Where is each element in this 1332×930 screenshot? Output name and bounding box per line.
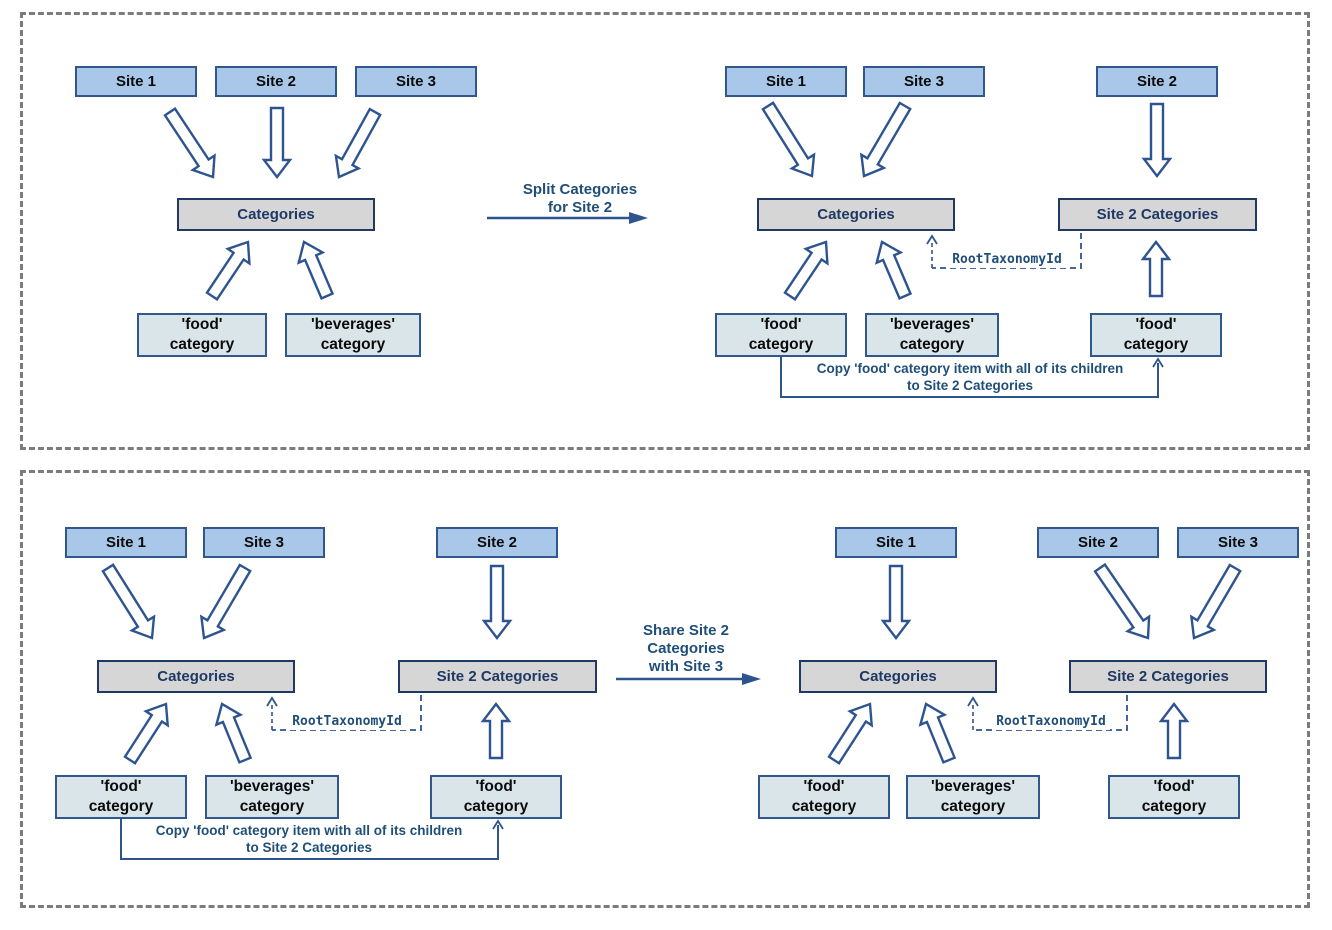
food-category-line1: 'food' — [181, 316, 223, 333]
beverages-category-line1: 'beverages' — [930, 778, 1016, 795]
food-category-box: 'food' category — [55, 775, 187, 819]
food-category-copy-box: 'food' category — [1090, 313, 1222, 357]
food-category-copy-line2: category — [463, 798, 529, 815]
site-2-categories-box: Site 2 Categories — [1069, 660, 1267, 693]
site-3-box: Site 3 — [863, 66, 985, 97]
food-category-line2: category — [88, 798, 154, 815]
food-category-line2: category — [169, 336, 235, 353]
share-categories-panel — [20, 470, 1310, 908]
site-2-box: Site 2 — [1096, 66, 1218, 97]
site-2-categories-box: Site 2 Categories — [1058, 198, 1257, 231]
beverages-category-box: 'beverages' category — [205, 775, 339, 819]
site-3-box: Site 3 — [203, 527, 325, 558]
food-category-box: 'food' category — [758, 775, 890, 819]
beverages-category-box: 'beverages' category — [906, 775, 1040, 819]
beverages-category-box: 'beverages' category — [285, 313, 421, 357]
root-taxonomy-id-label: RootTaxonomyId — [948, 252, 1066, 268]
split-transition-label: Split Categories for Site 2 — [480, 181, 680, 217]
beverages-category-line2: category — [239, 798, 305, 815]
copy-food-note: Copy 'food' category item with all of it… — [119, 822, 499, 856]
food-category-copy-line1: 'food' — [1153, 778, 1195, 795]
food-category-box: 'food' category — [137, 313, 267, 357]
food-category-copy-line2: category — [1123, 336, 1189, 353]
food-category-copy-line1: 'food' — [1135, 316, 1177, 333]
food-category-copy-box: 'food' category — [430, 775, 562, 819]
food-category-copy-line2: category — [1141, 798, 1207, 815]
split-categories-panel — [20, 12, 1310, 450]
food-category-box: 'food' category — [715, 313, 847, 357]
share-transition-line2: Categories — [647, 640, 725, 657]
split-transition-line2: for Site 2 — [547, 199, 613, 216]
beverages-category-line2: category — [320, 336, 386, 353]
site-2-box: Site 2 — [1037, 527, 1159, 558]
site-2-box: Site 2 — [215, 66, 337, 97]
site-2-box: Site 2 — [436, 527, 558, 558]
copy-food-note-line2: to Site 2 Categories — [245, 840, 373, 855]
categories-box: Categories — [177, 198, 375, 231]
share-transition-line3: with Site 3 — [648, 658, 724, 675]
root-taxonomy-id-label: RootTaxonomyId — [992, 714, 1110, 730]
food-category-line2: category — [791, 798, 857, 815]
food-category-copy-box: 'food' category — [1108, 775, 1240, 819]
food-category-line1: 'food' — [760, 316, 802, 333]
beverages-category-line1: 'beverages' — [229, 778, 315, 795]
share-transition-label: Share Site 2 Categories with Site 3 — [586, 622, 786, 676]
categories-box: Categories — [799, 660, 997, 693]
beverages-category-box: 'beverages' category — [865, 313, 999, 357]
share-transition-line1: Share Site 2 — [643, 622, 729, 639]
site-1-box: Site 1 — [65, 527, 187, 558]
beverages-category-line1: 'beverages' — [310, 316, 396, 333]
site-1-box: Site 1 — [75, 66, 197, 97]
site-3-box: Site 3 — [1177, 527, 1299, 558]
beverages-category-line1: 'beverages' — [889, 316, 975, 333]
site-3-box: Site 3 — [355, 66, 477, 97]
copy-food-note-line2: to Site 2 Categories — [906, 378, 1034, 393]
categories-box: Categories — [757, 198, 955, 231]
food-category-line2: category — [748, 336, 814, 353]
site-1-box: Site 1 — [835, 527, 957, 558]
food-category-copy-line1: 'food' — [475, 778, 517, 795]
beverages-category-line2: category — [899, 336, 965, 353]
categories-box: Categories — [97, 660, 295, 693]
beverages-category-line2: category — [940, 798, 1006, 815]
site-2-categories-box: Site 2 Categories — [398, 660, 597, 693]
site-1-box: Site 1 — [725, 66, 847, 97]
copy-food-note-line1: Copy 'food' category item with all of it… — [155, 823, 463, 838]
copy-food-note-line1: Copy 'food' category item with all of it… — [816, 361, 1124, 376]
copy-food-note: Copy 'food' category item with all of it… — [780, 360, 1160, 394]
root-taxonomy-id-label: RootTaxonomyId — [288, 714, 406, 730]
food-category-line1: 'food' — [100, 778, 142, 795]
split-transition-line1: Split Categories — [522, 181, 638, 198]
food-category-line1: 'food' — [803, 778, 845, 795]
